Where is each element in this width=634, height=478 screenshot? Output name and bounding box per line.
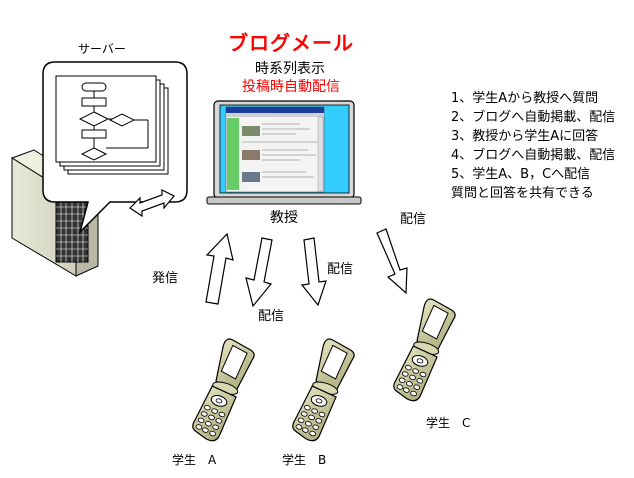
distribute-label-b: 配信 <box>327 262 354 277</box>
diagram-title: ブログメール <box>228 31 354 55</box>
server-label: サーバー <box>78 42 126 56</box>
server-bubble <box>42 61 188 235</box>
distribute-label-a: 配信 <box>258 309 285 324</box>
phone-icon-b <box>289 335 358 446</box>
server-laptop-double-arrow <box>129 189 175 218</box>
student-b-label: 学生 B <box>282 453 327 467</box>
step-item: 1、学生Aから教授へ質問 <box>451 91 599 106</box>
distribute-arrow-c <box>376 228 408 295</box>
phone-icon-c <box>390 295 459 406</box>
laptop-blog-screen <box>206 100 362 205</box>
server-drive-grid <box>55 199 89 263</box>
send-label: 発信 <box>152 271 179 286</box>
steps-list: 1、学生Aから教授へ質問 2、ブログへ自動掲載、配信 3、教授から学生Aに回答 … <box>451 89 615 203</box>
subtitle-auto-distribute: 投稿時自動配信 <box>242 79 340 95</box>
student-c-label: 学生 C <box>426 416 471 430</box>
send-arrow <box>205 232 234 305</box>
distribute-label-c: 配信 <box>400 212 427 227</box>
phone-icon-a <box>189 335 258 446</box>
subtitle-chronological: 時系列表示 <box>255 61 325 77</box>
step-item: 5、学生A、B，Cへ配信 <box>451 167 591 182</box>
step-item: 4、ブログへ自動掲載、配信 <box>451 148 616 163</box>
step-item: 質問と回答を共有できる <box>451 186 594 201</box>
distribute-arrow-b <box>300 237 327 307</box>
step-item: 3、教授から学生Aに回答 <box>451 129 599 144</box>
flowchart-icon <box>78 82 149 161</box>
step-item: 2、ブログへ自動掲載、配信 <box>451 110 616 125</box>
professor-label: 教授 <box>270 210 298 226</box>
student-a-label: 学生 A <box>172 453 217 467</box>
distribute-arrow-a <box>245 237 273 308</box>
